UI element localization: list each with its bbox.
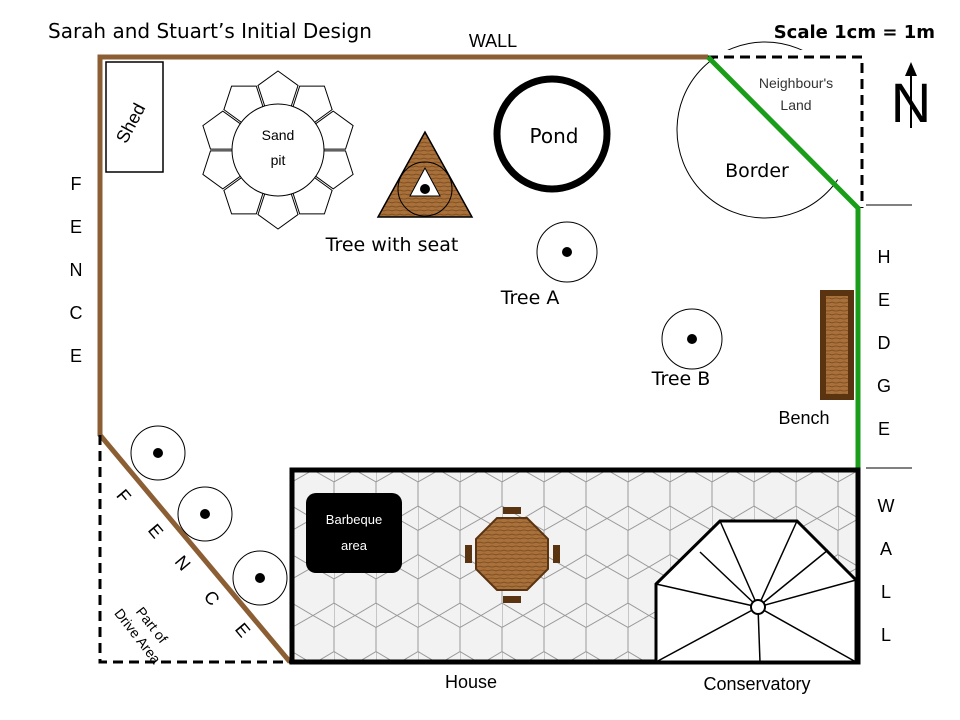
wall-right-letter: L (881, 625, 891, 645)
shed (105, 61, 164, 173)
conservatory-spoke (655, 583, 759, 608)
conservatory (654, 519, 858, 664)
hedge-line (706, 55, 861, 470)
sandpit: Sand pit (202, 70, 354, 230)
hedge-letters: H E D G E (877, 247, 891, 439)
wall-right-letter: L (881, 582, 891, 602)
fence-left-letter: F (71, 174, 82, 194)
sandpit-petal (257, 70, 299, 110)
drive-tree-1-icon (130, 425, 186, 481)
conservatory-spoke (655, 606, 759, 663)
conservatory-spoke (757, 579, 857, 608)
barbeque-area (306, 493, 402, 573)
barbeque-label-2: area (341, 538, 368, 553)
drive-tree-2-icon (177, 486, 233, 542)
fence-diagonal-letter: E (231, 619, 254, 641)
fence-left-letter: E (70, 346, 82, 366)
border-label: Border (725, 160, 789, 182)
conservatory-spoke (757, 606, 761, 663)
wall-top-label: WALL (469, 31, 517, 51)
hedge-letter: D (878, 333, 891, 353)
conservatory-spoke (757, 549, 829, 608)
north-arrow-icon: N (891, 62, 931, 134)
tree-b-label: Tree B (651, 368, 711, 390)
conservatory-label: Conservatory (703, 674, 810, 694)
barbeque-label-1: Barbeque (326, 512, 382, 527)
pond (493, 75, 611, 193)
conservatory-spoke (699, 551, 759, 608)
fence-left-letters: F E N C E (70, 174, 83, 366)
hedge-letter: E (878, 290, 890, 310)
hedge-letter: E (878, 419, 890, 439)
bench (820, 290, 854, 400)
border-mask (708, 50, 870, 212)
fence-left-letter: N (70, 260, 83, 280)
sandpit-petal (257, 190, 299, 230)
tree-a-label: Tree A (500, 287, 560, 309)
hedge-letter: G (877, 376, 891, 396)
wall-right-letters: W A L L (878, 496, 895, 645)
fence-left-letter: E (70, 217, 82, 237)
fence-diagonal-letter: F (112, 486, 134, 507)
wall-right-letter: A (880, 539, 892, 559)
page-title: Sarah and Stuart’s Initial Design (48, 19, 372, 43)
fence-left-letter: C (70, 303, 83, 323)
tree-with-seat (376, 130, 474, 218)
pond-label: Pond (530, 124, 579, 148)
house-label: House (445, 672, 497, 692)
conservatory-spoke (757, 520, 798, 608)
fence-diagonal-letter: C (200, 587, 224, 610)
fence-line (97, 54, 708, 664)
north-letter: N (891, 71, 931, 134)
neighbour-label-1b: Neighbour's (759, 75, 833, 91)
hedge-letter: H (878, 247, 891, 267)
neighbour-label-2b: Land (780, 97, 811, 113)
sandpit-label-2: pit (271, 152, 286, 168)
fence-diagonal-letter: N (171, 552, 195, 575)
patio-table (465, 507, 560, 603)
drive-tree-3-icon (232, 550, 288, 606)
scale-label: Scale 1cm = 1m (774, 22, 935, 43)
bench-label: Bench (778, 408, 829, 428)
sandpit-label-1: Sand (262, 127, 295, 143)
tree-with-seat-label: Tree with seat (325, 234, 459, 256)
tree-a-icon (536, 221, 598, 283)
wall-right-letter: W (878, 496, 895, 516)
drive-boundary (98, 435, 290, 664)
conservatory-spoke (719, 520, 759, 608)
tree-b-icon (661, 308, 723, 370)
conservatory-spoke (757, 606, 857, 663)
fence-diagonal-letter: E (144, 520, 167, 542)
